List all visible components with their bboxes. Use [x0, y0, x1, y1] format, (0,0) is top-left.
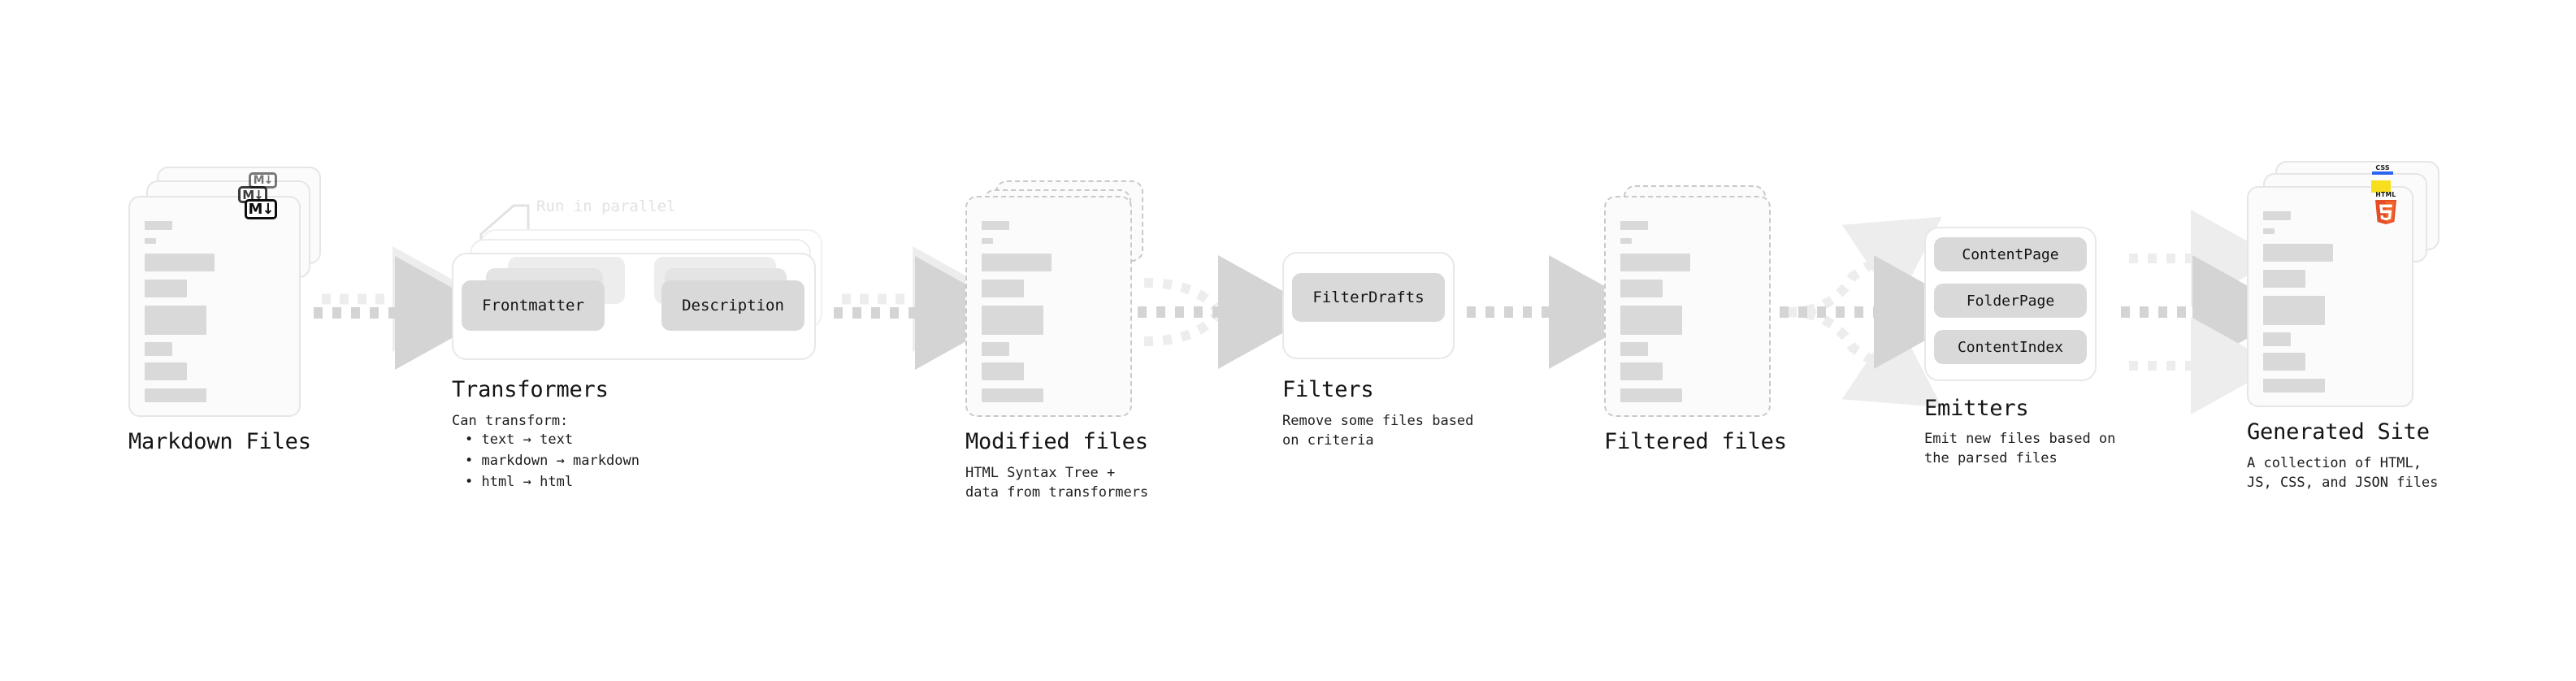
- placeholder-bar: [145, 238, 156, 244]
- placeholder-bar: [982, 221, 1009, 230]
- html5-badge: HTML: [2375, 191, 2396, 224]
- placeholder-bar: [982, 238, 993, 244]
- chip-description[interactable]: Description: [661, 280, 804, 331]
- chip-filterdrafts[interactable]: FilterDrafts: [1292, 273, 1445, 322]
- connector-transformers-to-modified: [834, 246, 1017, 370]
- placeholder-bar: [145, 388, 206, 402]
- chip-frontmatter[interactable]: Frontmatter: [462, 280, 605, 331]
- placeholder-bar: [2263, 211, 2291, 220]
- connector-modified-to-filters: [1138, 255, 1321, 369]
- run-in-parallel-label: Run in parallel: [536, 197, 676, 215]
- placeholder-bar: [2263, 353, 2305, 371]
- placeholder-bar: [2263, 244, 2333, 262]
- placeholder-bar: [145, 306, 206, 335]
- label-filters: Filters: [1282, 377, 1374, 402]
- modified-files-subtitle: HTML Syntax Tree + data from transformer…: [965, 465, 1149, 501]
- placeholder-bar: [982, 362, 1024, 380]
- label-transformers: Transformers: [452, 377, 609, 402]
- label-generated-site: Generated Site: [2247, 419, 2430, 445]
- emitters-subtitle: Emit new files based on the parsed files: [1924, 431, 2116, 466]
- placeholder-bar: [145, 221, 172, 230]
- placeholder-bar: [1620, 221, 1648, 230]
- placeholder-bar: [145, 280, 187, 297]
- chip-contentpage[interactable]: ContentPage: [1934, 237, 2087, 271]
- placeholder-bar: [2263, 270, 2305, 288]
- placeholder-bar: [2263, 379, 2325, 393]
- placeholder-bar: [2263, 296, 2325, 325]
- placeholder-bar: [1620, 280, 1663, 297]
- placeholder-bar: [1620, 388, 1682, 402]
- transformers-bullet-0: • text → text: [465, 432, 574, 448]
- placeholder-bar: [1620, 342, 1648, 356]
- filtered-card-front: [1604, 196, 1771, 417]
- placeholder-bar: [145, 254, 215, 271]
- placeholder-bar: [982, 306, 1043, 335]
- svg-text:HTML: HTML: [2375, 191, 2396, 198]
- placeholder-bar: [2263, 228, 2275, 234]
- placeholder-bar: [145, 342, 172, 356]
- connector-emitters-to-site: [2121, 210, 2295, 414]
- chip-contentindex[interactable]: ContentIndex: [1934, 330, 2087, 364]
- label-filtered-files: Filtered files: [1604, 429, 1787, 454]
- label-emitters: Emitters: [1924, 396, 2029, 421]
- transformers-subtitle: Can transform:: [452, 413, 569, 429]
- placeholder-bar: [2263, 332, 2291, 346]
- connector-md-to-transformers: [314, 246, 497, 370]
- placeholder-bar: [1620, 306, 1682, 335]
- label-markdown-files: Markdown Files: [128, 429, 311, 454]
- filters-subtitle: Remove some files based on criteria: [1282, 413, 1474, 449]
- transformers-bullet-2: • html → html: [465, 474, 574, 490]
- placeholder-bar: [145, 362, 187, 380]
- chip-folderpage[interactable]: FolderPage: [1934, 284, 2087, 318]
- placeholder-bar: [1620, 362, 1663, 380]
- placeholder-bar: [1620, 238, 1632, 244]
- placeholder-bar: [982, 280, 1024, 297]
- css-badge: CSS: [2372, 165, 2393, 175]
- placeholder-bar: [1620, 254, 1690, 271]
- modified-card-front: [965, 196, 1132, 417]
- markdown-badge-front: M↓: [245, 199, 277, 219]
- markdown-card-front: [128, 196, 301, 417]
- js-badge: [2371, 180, 2391, 193]
- transformers-bullet-1: • markdown → markdown: [465, 453, 640, 469]
- placeholder-bar: [982, 254, 1052, 271]
- connector-filtered-to-emitters: [1780, 216, 1976, 408]
- generated-site-subtitle: A collection of HTML, JS, CSS, and JSON …: [2247, 455, 2439, 491]
- label-modified-files: Modified files: [965, 429, 1148, 454]
- placeholder-bar: [982, 342, 1009, 356]
- placeholder-bar: [982, 388, 1043, 402]
